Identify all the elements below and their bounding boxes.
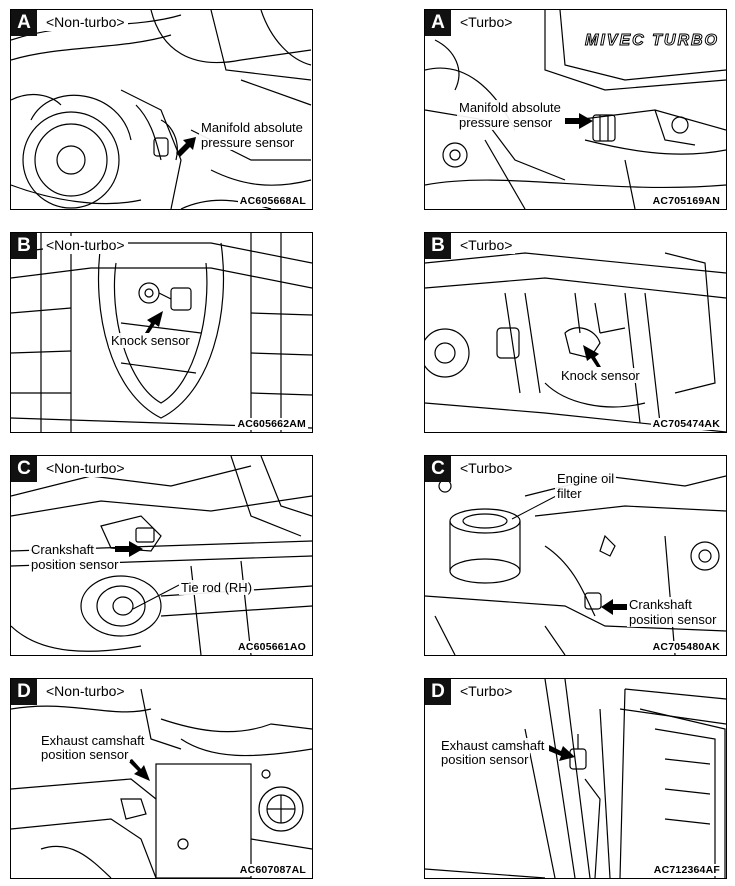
figure-code: AC605661AO — [236, 641, 308, 653]
callout-line-1: Crankshaft — [29, 542, 96, 557]
callout-line-1: Knock sensor — [559, 368, 642, 383]
engine-illustration — [425, 10, 726, 209]
variant-label: <Turbo> — [457, 682, 516, 700]
figure-code: AC705480AK — [650, 641, 722, 653]
callout-line-1: Crankshaft — [627, 597, 694, 612]
callout-line-2: position sensor — [29, 557, 121, 572]
figure-panel-a-turbo: A <Turbo> MIVEC TURBO Manifold absolute … — [424, 9, 727, 210]
engine-illustration — [11, 688, 312, 878]
variant-label: <Turbo> — [457, 13, 516, 31]
figure-panel-b-non-turbo: B <Non-turbo> Knock sensor AC605662AM — [10, 232, 313, 433]
figure-code: AC607087AL — [237, 864, 308, 876]
engine-illustration — [425, 679, 726, 878]
pointer-arrow-icon — [145, 311, 163, 333]
figure-panel-b-turbo: B <Turbo> Knock sensor AC705474AK — [424, 232, 727, 433]
section-letter: B — [11, 233, 37, 259]
callout-oil-filter-1: Engine oil — [555, 471, 617, 486]
engine-illustration — [425, 475, 726, 655]
pointer-arrow-icon — [601, 599, 627, 615]
callout-line-2: pressure sensor — [457, 115, 555, 130]
callout-line-1: Exhaust camshaft — [39, 733, 147, 748]
variant-label: <Non-turbo> — [43, 13, 128, 31]
variant-label: <Turbo> — [457, 459, 516, 477]
callout-line-2: pressure sensor — [199, 135, 297, 150]
callout-line-2: position sensor — [439, 752, 531, 767]
leader-line — [132, 584, 180, 610]
variant-label: <Non-turbo> — [43, 682, 128, 700]
pointer-arrow-icon — [583, 345, 601, 367]
figure-code: AC705169AN — [650, 195, 722, 207]
figure-code: AC605662AM — [235, 418, 308, 430]
section-letter: C — [425, 456, 451, 482]
callout-tie-rod: Tie rod (RH) — [179, 580, 255, 595]
callout-line-1: Manifold absolute — [457, 100, 563, 115]
section-letter: A — [425, 10, 451, 36]
leader-line — [511, 494, 559, 520]
variant-label: <Non-turbo> — [43, 236, 128, 254]
figure-panel-d-turbo: D <Turbo> Exhaust camshaft position sens… — [424, 678, 727, 879]
section-letter: C — [11, 456, 37, 482]
variant-label: <Turbo> — [457, 236, 516, 254]
section-letter: D — [11, 679, 37, 705]
pointer-arrow-icon — [115, 541, 143, 557]
engine-block-illustration — [11, 233, 312, 432]
figure-panel-d-non-turbo: D <Non-turbo> Exhaust camshaft position … — [10, 678, 313, 879]
pointer-arrow-icon — [176, 137, 196, 157]
section-letter: A — [11, 10, 37, 36]
pointer-arrow-icon — [128, 759, 150, 781]
section-letter: B — [425, 233, 451, 259]
callout-line-2: position sensor — [39, 747, 131, 762]
figure-code: AC705474AK — [650, 418, 722, 430]
engine-illustration — [11, 10, 312, 209]
callout-oil-filter-2: filter — [555, 486, 584, 501]
callout-line-1: Knock sensor — [109, 333, 192, 348]
variant-label: <Non-turbo> — [43, 459, 128, 477]
figure-code: AC605668AL — [237, 195, 308, 207]
pointer-arrow-icon — [565, 113, 593, 129]
callout-line-2: position sensor — [627, 612, 719, 627]
figure-panel-a-non-turbo: A <Non-turbo> Manifold absolute pressure… — [10, 9, 313, 210]
callout-line-1: Exhaust camshaft — [439, 738, 547, 753]
callout-line-1: Manifold absolute — [199, 120, 305, 135]
pointer-arrow-icon — [549, 745, 575, 761]
engine-illustration — [425, 252, 726, 432]
figure-code: AC712364AF — [651, 864, 722, 876]
figure-panel-c-turbo: C <Turbo> Engine oil filter Crankshaft p… — [424, 455, 727, 656]
section-letter: D — [425, 679, 451, 705]
figure-panel-c-non-turbo: C <Non-turbo> Crankshaft position sensor… — [10, 455, 313, 656]
mivec-turbo-logo: MIVEC TURBO — [585, 32, 719, 50]
